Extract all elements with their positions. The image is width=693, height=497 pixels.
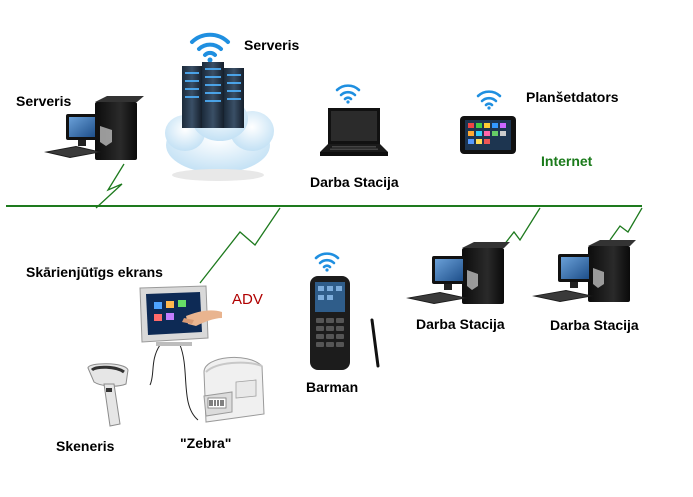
label-internet: Internet <box>541 153 593 169</box>
cable-scanner <box>149 344 161 386</box>
label-scanner: Skeneris <box>56 438 115 454</box>
link-touchscreen <box>199 207 281 284</box>
wifi-icon <box>335 84 361 104</box>
link-workstation-mid <box>499 207 541 251</box>
cable-printer <box>179 344 199 421</box>
link-server-left <box>95 163 125 209</box>
label-zebra: "Zebra" <box>180 435 232 451</box>
label-printer-icon <box>203 356 265 423</box>
handheld-scanner-icon <box>310 276 380 370</box>
wifi-icon <box>190 32 230 63</box>
label-workstation-top: Darba Stacija <box>310 174 399 190</box>
barcode-scanner-icon <box>87 363 129 427</box>
label-barman: Barman <box>306 379 359 395</box>
wifi-icon <box>476 90 502 110</box>
wifi-icon <box>314 252 340 272</box>
server-rack-icon <box>182 62 244 128</box>
label-server-left: Serveris <box>16 93 72 109</box>
label-adv: ADV <box>232 291 263 308</box>
label-workstation-mid: Darba Stacija <box>416 316 505 332</box>
desktop-pc-icon <box>44 96 144 160</box>
desktop-pc-icon <box>532 240 636 302</box>
touchscreen-icon <box>139 285 222 346</box>
laptop-icon <box>320 108 388 156</box>
label-workstation-right: Darba Stacija <box>550 317 639 333</box>
label-server-cloud: Serveris <box>244 37 300 53</box>
desktop-pc-icon <box>406 242 510 304</box>
tablet-icon <box>460 116 516 154</box>
link-workstation-right <box>609 207 643 241</box>
label-touchscreen: Skārienjūtīgs ekrans <box>26 264 163 280</box>
label-tablet: Planšetdators <box>526 89 619 105</box>
